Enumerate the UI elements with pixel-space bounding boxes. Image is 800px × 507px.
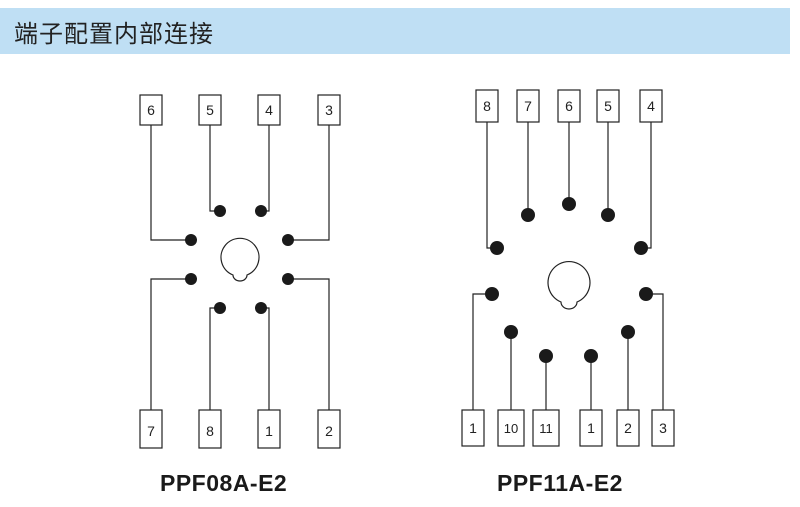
terminal-box (651, 409, 675, 447)
pin-label: 2 (325, 423, 333, 439)
socket-key (220, 237, 260, 282)
pin-dot (282, 234, 294, 246)
pin-dot (490, 241, 504, 255)
pin-label: 6 (147, 102, 155, 118)
pin-dot (214, 302, 226, 314)
pin-label: 6 (565, 98, 573, 114)
pin-dot (282, 273, 294, 285)
pin-label: 2 (624, 420, 632, 436)
diagram-ppf08a (150, 125, 330, 410)
pin-label: 5 (206, 102, 214, 118)
pin-dot (185, 273, 197, 285)
model-label-ppf11a: PPF11A-E2 (497, 470, 623, 496)
diagram-ppf08a-pins (185, 205, 294, 314)
diagram-ppf11a-labels: 8 7 6 5 4 1 10 11 1 2 3 (469, 98, 667, 436)
pin-dot (634, 241, 648, 255)
pin-label: 7 (147, 423, 155, 439)
wire-1 (262, 307, 270, 410)
wire-b1 (472, 293, 492, 410)
pin-label: 4 (647, 98, 655, 114)
terminal-box (257, 94, 281, 126)
pin-label: 7 (524, 98, 532, 114)
terminal-box (532, 409, 560, 447)
terminal-box (461, 409, 485, 447)
terminal-box (596, 89, 620, 123)
pin-label: 3 (659, 420, 667, 436)
pin-label: 4 (265, 102, 273, 118)
wire-6 (150, 125, 190, 241)
wire-3 (289, 125, 330, 241)
pin-dot (562, 197, 576, 211)
terminal-box (497, 409, 525, 447)
terminal-box (557, 89, 581, 123)
wire-2 (289, 278, 330, 410)
terminal-box (198, 94, 222, 126)
wire-4 (641, 122, 652, 249)
terminal-box (516, 89, 540, 123)
pin-dot (255, 205, 267, 217)
wire-5 (209, 125, 219, 212)
pin-label: 1 (469, 420, 477, 436)
pin-dot (584, 349, 598, 363)
section-title: 端子配置内部连接 (14, 19, 214, 48)
pin-label: 1 (587, 420, 595, 436)
pin-label: 1 (265, 423, 273, 439)
terminal-box (616, 409, 640, 447)
pin-dot (639, 287, 653, 301)
pin-dot (214, 205, 226, 217)
terminal-box (198, 409, 222, 449)
pin-dot (485, 287, 499, 301)
terminal-box (317, 94, 341, 126)
pin-label: 3 (325, 102, 333, 118)
terminal-box (139, 94, 163, 126)
pin-dot (539, 349, 553, 363)
wire-7 (150, 278, 190, 410)
pin-label: 8 (206, 423, 214, 439)
wire-8 (209, 307, 219, 410)
socket-key (547, 261, 591, 310)
terminal-box (475, 89, 499, 123)
terminal-box (317, 409, 341, 449)
terminal-box (139, 409, 163, 449)
pin-dot (185, 234, 197, 246)
model-label-ppf08a: PPF08A-E2 (160, 470, 288, 496)
diagram-ppf08a-boxes (139, 94, 341, 449)
pin-label: 8 (483, 98, 491, 114)
diagram-ppf11a (472, 122, 664, 410)
wire-b3 (646, 293, 664, 410)
diagram-ppf08a-labels: 6 5 4 3 7 8 1 2 (147, 102, 333, 439)
diagram-ppf11a-pins (485, 197, 653, 363)
terminal-box (639, 89, 663, 123)
wire-4 (262, 125, 270, 212)
pin-dot (601, 208, 615, 222)
terminal-box (579, 409, 603, 447)
wire-8 (486, 122, 497, 249)
pin-label: 11 (539, 421, 553, 436)
section-header: 端子配置内部连接 (0, 8, 790, 54)
terminal-box (257, 409, 281, 449)
pin-label: 5 (604, 98, 612, 114)
diagram-ppf11a-boxes (461, 89, 675, 447)
pin-dot (521, 208, 535, 222)
pin-dot (621, 325, 635, 339)
pin-label: 10 (504, 421, 518, 436)
pin-dot (504, 325, 518, 339)
pin-dot (255, 302, 267, 314)
